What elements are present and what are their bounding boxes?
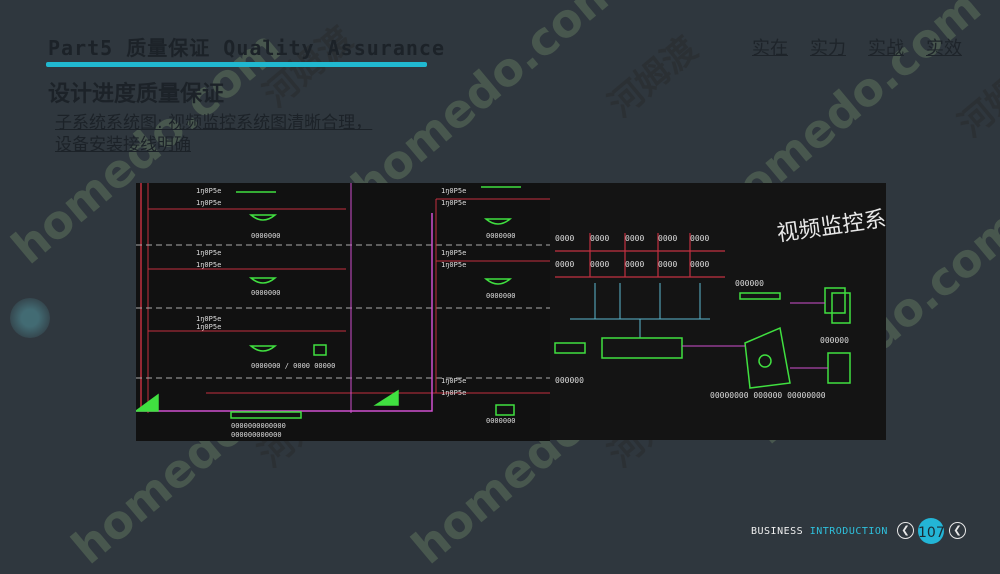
cable-label: 1ŋ0P5e bbox=[441, 199, 466, 207]
watermark-flower-icon bbox=[10, 298, 50, 338]
cable-label: 1ŋ0P5e bbox=[196, 199, 221, 207]
page-number: 107 bbox=[918, 518, 945, 544]
svg-text:0000000: 0000000 bbox=[251, 232, 281, 240]
svg-text:000000: 000000 bbox=[735, 279, 764, 288]
svg-text:1ŋ0P5e: 1ŋ0P5e bbox=[441, 249, 466, 257]
slogan-item: 实战 bbox=[868, 38, 904, 59]
cctv-system-diagram-right: 视频监控系统 bbox=[550, 183, 910, 440]
svg-text:1ŋ0P5e: 1ŋ0P5e bbox=[196, 187, 221, 195]
slogan-item: 实力 bbox=[810, 38, 846, 59]
desc-text: 视频监控系统图清晰合理，设备安装接线明确 bbox=[55, 113, 373, 155]
svg-text:0000: 0000 bbox=[555, 234, 574, 243]
footer-business: BUSINESS bbox=[751, 526, 804, 537]
svg-text:0000: 0000 bbox=[625, 260, 644, 269]
svg-text:000000: 000000 bbox=[820, 336, 849, 345]
svg-text:0000: 0000 bbox=[658, 234, 677, 243]
prev-page-button[interactable]: ❮ bbox=[897, 522, 914, 539]
title-underline bbox=[46, 62, 427, 67]
svg-text:0000000: 0000000 bbox=[486, 292, 516, 300]
section-description: 子系统系统图: 视频监控系统图清晰合理，设备安装接线明确 bbox=[55, 112, 375, 156]
svg-text:1ŋ0P5e: 1ŋ0P5e bbox=[441, 377, 466, 385]
svg-text:1ŋ0P5e: 1ŋ0P5e bbox=[441, 187, 466, 195]
chevron-left-icon: ❮ bbox=[953, 525, 962, 536]
slogan: 实在 实力 实战 实效 bbox=[752, 34, 962, 60]
cable-label: 1ŋ0P5e bbox=[196, 323, 221, 331]
desc-label: 子系统系统图: bbox=[55, 113, 163, 133]
svg-text:0000000: 0000000 bbox=[486, 232, 516, 240]
chevron-left-icon: ❮ bbox=[901, 525, 910, 536]
section-heading: 设计进度质量保证 bbox=[48, 82, 225, 107]
svg-text:0000: 0000 bbox=[555, 260, 574, 269]
svg-text:00000000 000000 00000000: 00000000 000000 00000000 bbox=[710, 391, 826, 400]
svg-text:0000: 0000 bbox=[690, 234, 709, 243]
svg-text:1ŋ0P5e: 1ŋ0P5e bbox=[196, 315, 221, 323]
next-page-button[interactable]: ❮ bbox=[949, 522, 966, 539]
footer-label: BUSINESS INTRODUCTION bbox=[751, 526, 888, 537]
svg-text:1ŋ0P5e: 1ŋ0P5e bbox=[441, 261, 466, 269]
svg-text:0000: 0000 bbox=[690, 260, 709, 269]
svg-text:0000: 0000 bbox=[590, 260, 609, 269]
svg-text:0000000: 0000000 bbox=[251, 289, 281, 297]
slogan-item: 实在 bbox=[752, 38, 788, 59]
svg-text:0000: 0000 bbox=[625, 234, 644, 243]
svg-text:000000000000: 000000000000 bbox=[231, 431, 282, 439]
cctv-wiring-diagram-left: 1ŋ0P5e 1ŋ0P5e 1ŋ0P5e 1ŋ0P5e 1ŋ0P5e 1ŋ0P5… bbox=[133, 183, 550, 441]
slogan-item: 实效 bbox=[926, 38, 962, 59]
footer-introduction: INTRODUCTION bbox=[809, 526, 888, 537]
svg-text:0000000 / 0000 00000: 0000000 / 0000 00000 bbox=[251, 362, 335, 370]
svg-text:0000: 0000 bbox=[658, 260, 677, 269]
diagram-title: 视频监控系统 bbox=[775, 204, 886, 247]
watermark-cn: 河姆渡 bbox=[601, 29, 706, 126]
cable-label: 1ŋ0P5e bbox=[196, 261, 221, 269]
svg-text:0000000: 0000000 bbox=[486, 417, 516, 425]
svg-text:0000000000000: 0000000000000 bbox=[231, 422, 286, 430]
page-title: Part5 质量保证 Quality Assurance bbox=[48, 36, 445, 60]
svg-text:1ŋ0P5e: 1ŋ0P5e bbox=[196, 249, 221, 257]
svg-text:000000: 000000 bbox=[555, 376, 584, 385]
cable-label: 1ŋ0P5e bbox=[441, 389, 466, 397]
svg-text:0000: 0000 bbox=[590, 234, 609, 243]
